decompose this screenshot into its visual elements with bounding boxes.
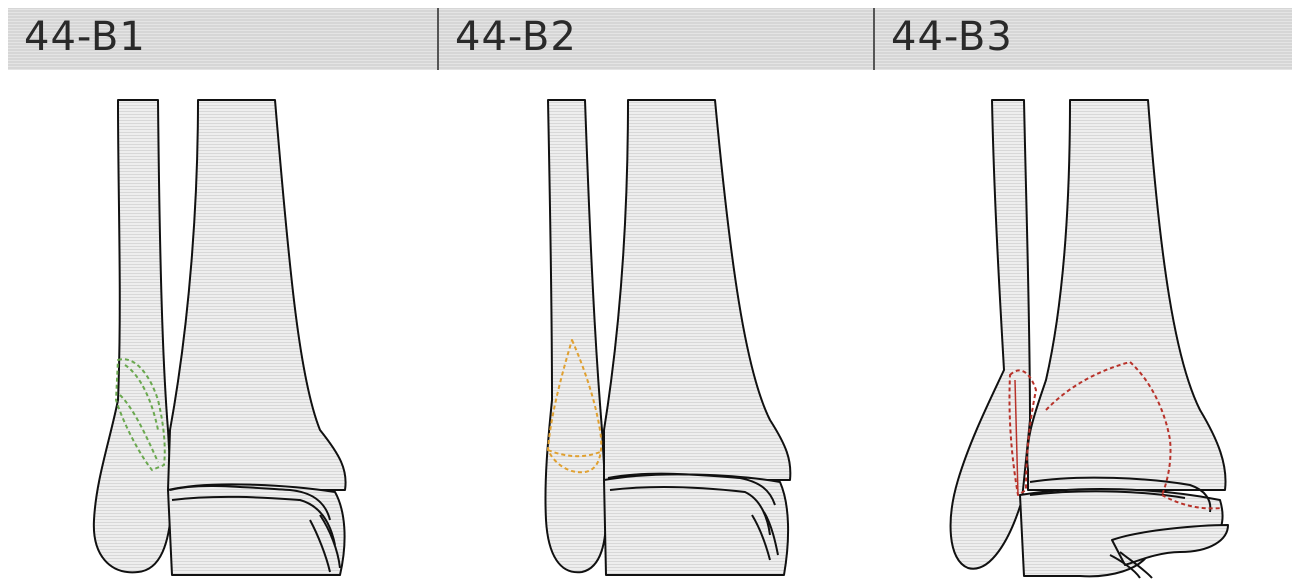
fibula-b2 [545, 100, 606, 572]
tibia-b3 [1027, 100, 1225, 490]
illustration-b3 [951, 100, 1228, 578]
fibula-b3 [951, 100, 1030, 569]
illustration-b2 [545, 100, 790, 575]
fibula-b1 [94, 100, 172, 572]
tibia-b2 [604, 100, 790, 480]
illustration-b1 [94, 100, 346, 575]
talus-b2 [604, 474, 788, 575]
tibia-b1 [168, 100, 346, 490]
